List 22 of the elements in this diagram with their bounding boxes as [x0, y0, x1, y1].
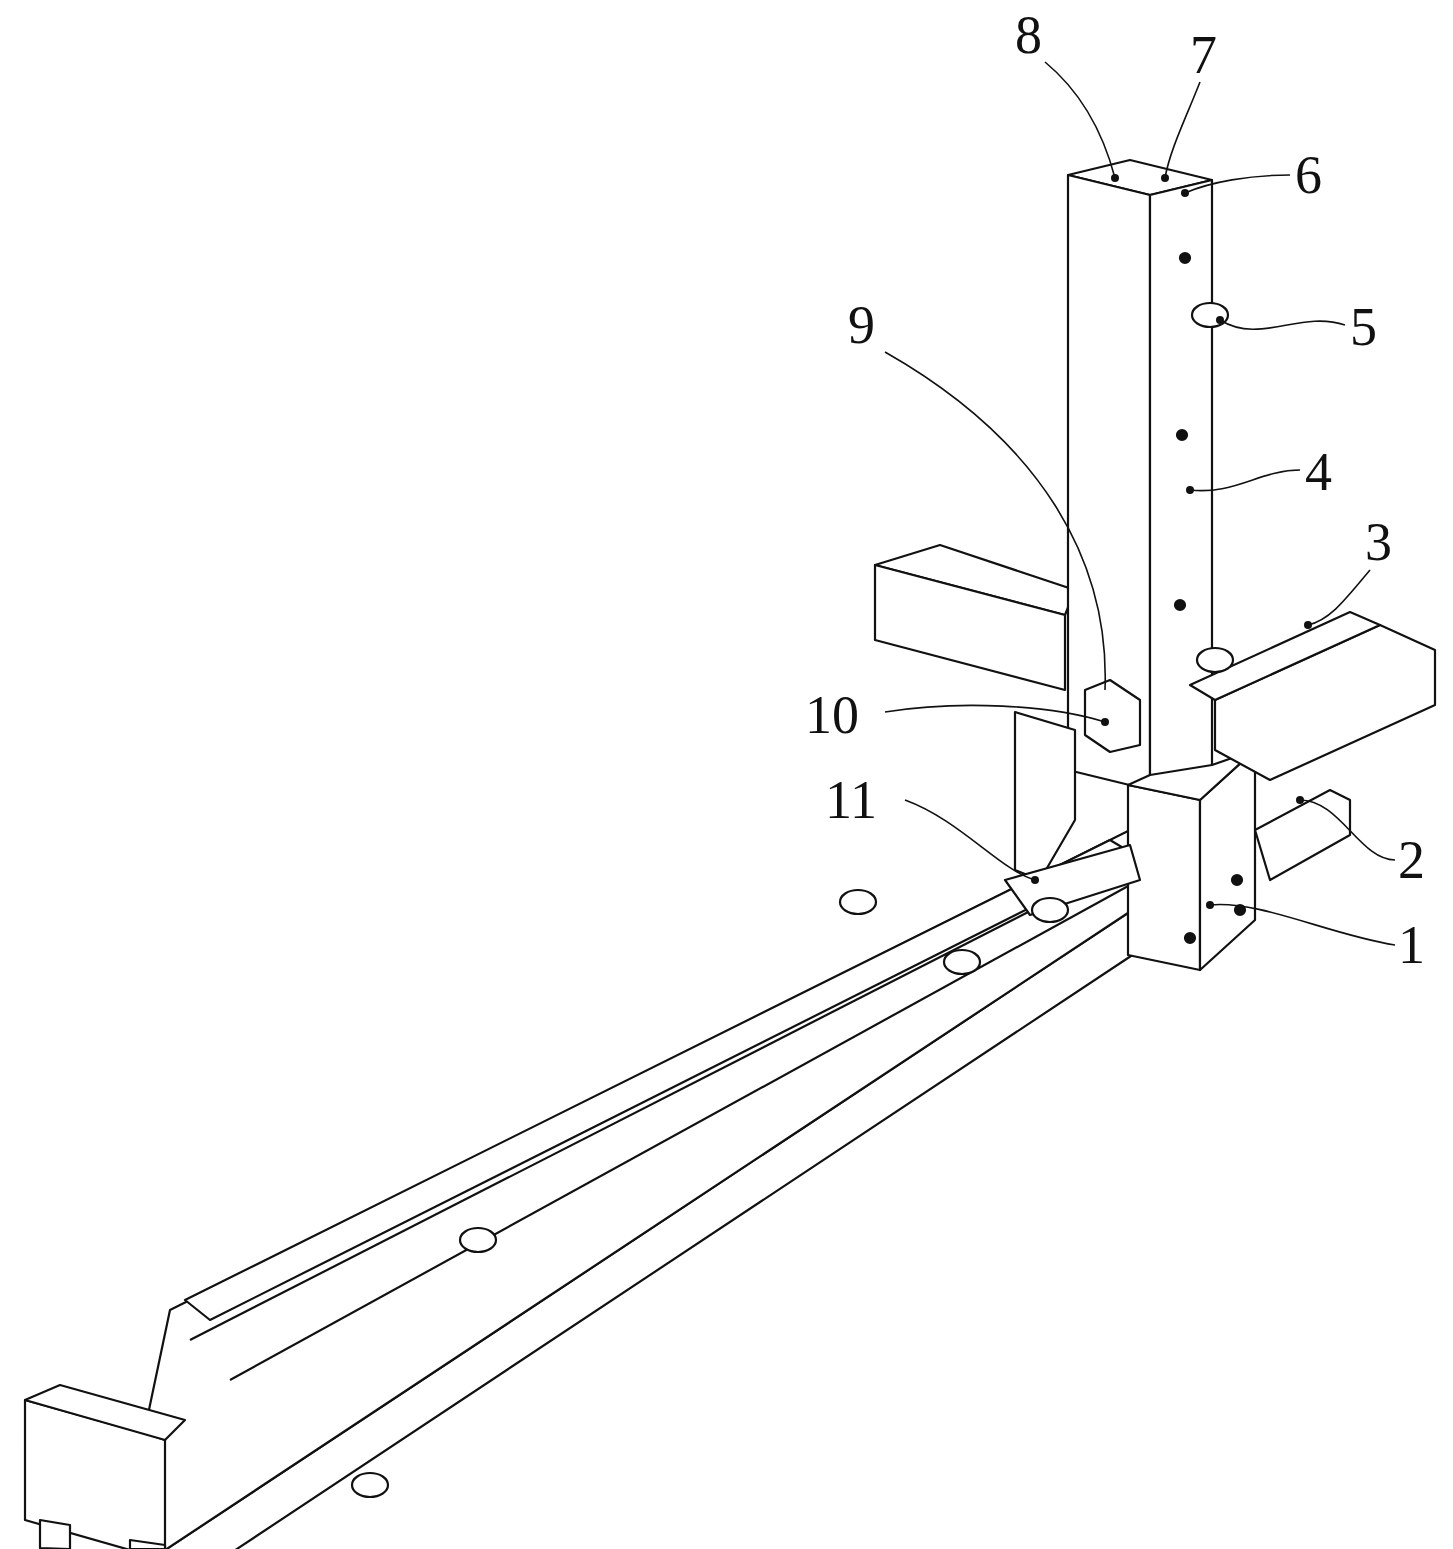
leader-line [884, 704, 1109, 726]
callout-number: 2 [1398, 833, 1425, 887]
callout-number: 8 [1015, 8, 1042, 62]
leader-line [1304, 569, 1371, 629]
leader-line [1181, 174, 1291, 197]
callout-number: 3 [1365, 515, 1392, 569]
leader-line [1161, 81, 1201, 182]
callout-number: 10 [805, 688, 859, 742]
leader-line [1296, 796, 1396, 861]
leader-line [884, 351, 1106, 691]
leader-line [1044, 61, 1119, 182]
leader-line [1216, 316, 1346, 331]
callout-number: 4 [1305, 445, 1332, 499]
callout-number: 7 [1190, 28, 1217, 82]
callout-number: 9 [848, 298, 875, 352]
callout-number: 11 [825, 773, 877, 827]
leader-line [1186, 469, 1301, 494]
callout-number: 1 [1398, 918, 1425, 972]
callout-number: 5 [1350, 300, 1377, 354]
leader-line [904, 799, 1039, 884]
callout-number: 6 [1295, 148, 1322, 202]
leader-line [1206, 901, 1396, 946]
